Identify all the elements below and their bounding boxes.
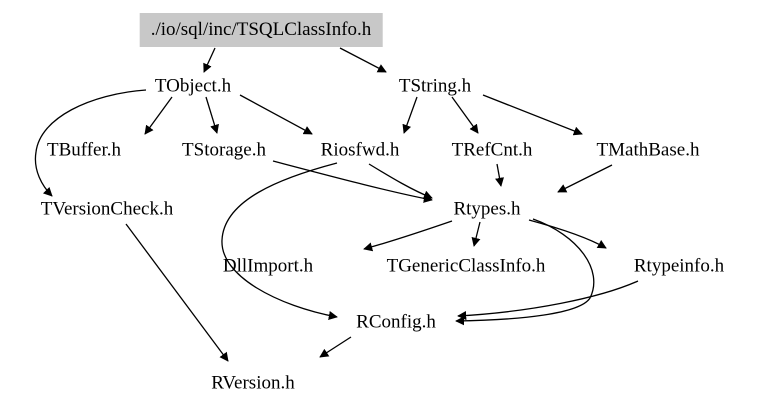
edge-rtypes-tgenericclassinfo [471, 221, 481, 247]
edge-tstring-trefcnt [451, 96, 479, 134]
node-rconfig[interactable]: RConfig.h [356, 311, 436, 333]
edge-riosfwd-rtypes [368, 163, 433, 200]
edge-trefcnt-rtypes [495, 163, 505, 187]
node-rversion[interactable]: RVersion.h [211, 372, 295, 394]
edge-rtypes-rconfig [455, 218, 595, 326]
edge-rconfig-rversion [319, 336, 352, 358]
node-dllimport[interactable]: DllImport.h [222, 255, 314, 277]
edge-riosfwd-rconfig [221, 162, 338, 320]
edge-tversioncheck-rversion [125, 223, 229, 362]
node-tsqlclassinfo[interactable]: ./io/sql/inc/TSQLClassInfo.h [139, 13, 383, 47]
edge-tstring-tmathbase [482, 94, 583, 136]
edge-tobject-riosfwd [239, 94, 313, 135]
edge-rtypeinfo-rconfig [457, 280, 639, 321]
node-tversioncheck[interactable]: TVersionCheck.h [40, 198, 174, 220]
edge-tsqlclassinfo-tobject [203, 47, 216, 73]
edge-rtypes-rtypeinfo [528, 219, 607, 249]
node-rtypeinfo[interactable]: Rtypeinfo.h [633, 255, 725, 277]
edge-tobject-tversioncheck [34, 89, 147, 197]
node-trefcnt[interactable]: TRefCnt.h [451, 139, 533, 161]
node-tmathbase[interactable]: TMathBase.h [596, 139, 700, 161]
edge-tobject-tstorage [205, 96, 219, 134]
node-tstorage[interactable]: TStorage.h [182, 139, 266, 161]
node-tgenericclassinfo[interactable]: TGenericClassInfo.h [386, 255, 546, 277]
node-rtypes[interactable]: Rtypes.h [453, 198, 521, 220]
edge-tmathbase-rtypes [557, 164, 613, 193]
edge-tsqlclassinfo-tstring [339, 47, 387, 73]
edge-rtypes-dllimport [363, 220, 453, 252]
node-tbuffer[interactable]: TBuffer.h [46, 139, 122, 161]
edge-tobject-tbuffer [144, 96, 173, 135]
node-riosfwd[interactable]: Riosfwd.h [320, 139, 400, 161]
edge-tstring-riosfwd [402, 96, 418, 134]
node-tstring[interactable]: TString.h [398, 75, 472, 97]
edge-tstorage-rtypes [272, 160, 433, 203]
node-tobject[interactable]: TObject.h [154, 75, 232, 97]
